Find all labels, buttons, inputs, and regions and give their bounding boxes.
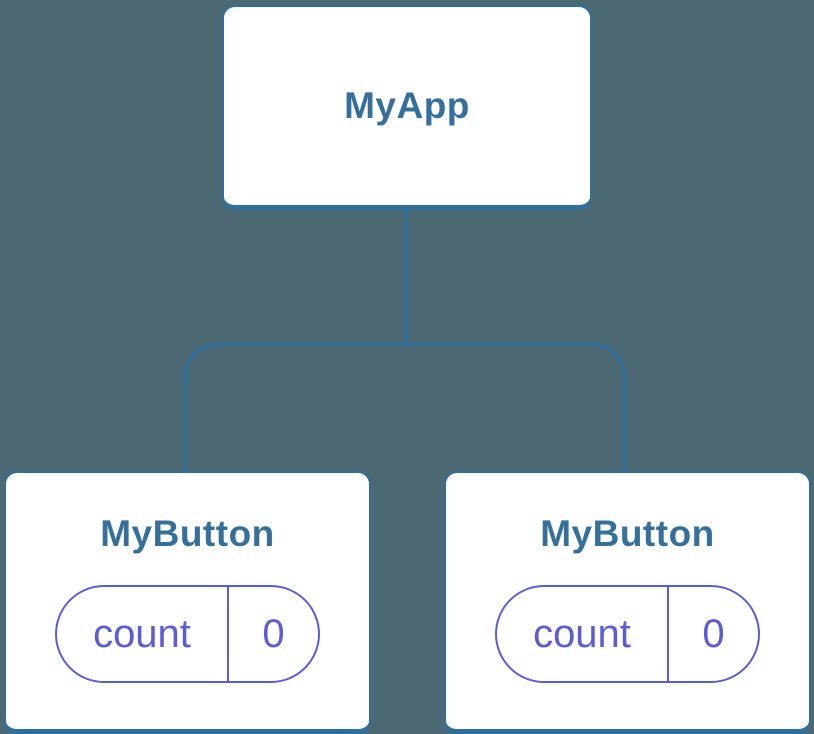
- state-pill: count 0: [495, 585, 760, 684]
- node-title: MyButton: [540, 513, 715, 554]
- state-key-label: count: [57, 587, 229, 682]
- tree-node-myapp: MyApp: [222, 5, 592, 210]
- tree-node-mybutton-left: MyButton count 0: [4, 471, 371, 734]
- state-value: 0: [262, 611, 285, 656]
- state-key-label: count: [497, 587, 669, 682]
- node-title: MyButton: [100, 513, 275, 554]
- tree-node-mybutton-right: MyButton count 0: [444, 471, 811, 734]
- state-value: 0: [702, 611, 725, 656]
- node-title: MyApp: [344, 84, 470, 126]
- connector-bracket: [183, 342, 627, 476]
- state-pill: count 0: [55, 585, 320, 684]
